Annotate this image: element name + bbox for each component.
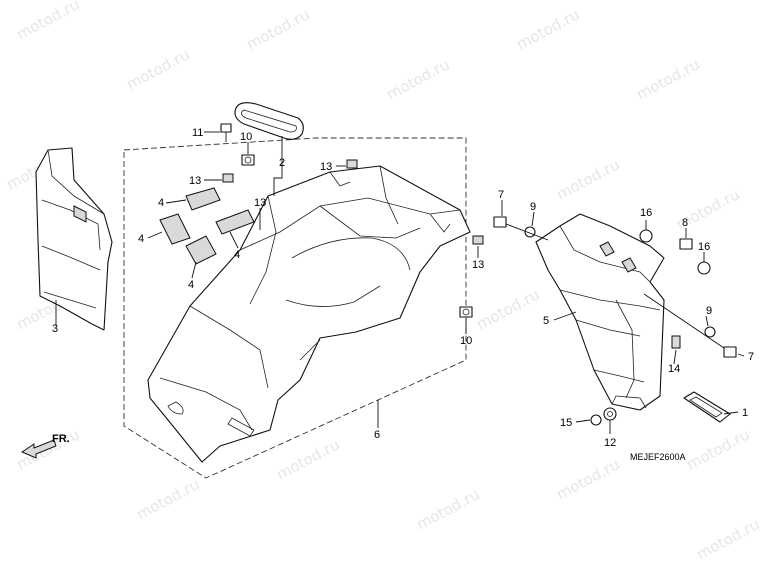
bolt-10-top bbox=[241, 154, 255, 166]
callout-8: 8 bbox=[682, 217, 688, 229]
diagram-code: MEJEF2600A bbox=[630, 452, 686, 462]
part-6-rear-fender[interactable] bbox=[147, 165, 471, 463]
watermark: motod.ru bbox=[513, 5, 582, 53]
fr-label: FR. bbox=[52, 433, 70, 445]
part-1-reflector[interactable] bbox=[683, 391, 731, 423]
nut-16-b bbox=[697, 261, 711, 275]
watermark: motod.ru bbox=[413, 485, 482, 533]
callout-9: 9 bbox=[706, 305, 712, 317]
part-2-seal[interactable] bbox=[234, 102, 304, 140]
assembly-frame bbox=[123, 137, 467, 479]
callout-16: 16 bbox=[640, 207, 652, 219]
callout-5: 5 bbox=[543, 315, 549, 327]
callout-7: 7 bbox=[748, 351, 754, 363]
callout-16: 16 bbox=[698, 241, 710, 253]
bolt-7-bottom bbox=[723, 346, 737, 358]
clip-14 bbox=[671, 335, 681, 349]
watermark: motod.ru bbox=[633, 55, 702, 103]
callout-9: 9 bbox=[530, 201, 536, 213]
callout-14: 14 bbox=[668, 363, 680, 375]
leader-lines bbox=[55, 131, 745, 434]
watermark: motod.ru bbox=[243, 5, 312, 53]
bolt-10-bottom bbox=[459, 306, 473, 318]
washer-15 bbox=[590, 414, 602, 426]
watermark: motod.ru bbox=[13, 0, 82, 44]
callout-6: 6 bbox=[374, 429, 380, 441]
nut-12 bbox=[603, 407, 617, 421]
watermark: motod.ru bbox=[683, 425, 752, 473]
callout-2: 2 bbox=[279, 157, 285, 169]
watermark: motod.ru bbox=[123, 45, 192, 93]
clip-13-d bbox=[472, 235, 484, 245]
callout-4: 4 bbox=[138, 233, 144, 245]
callout-10: 10 bbox=[240, 131, 252, 143]
callout-4: 4 bbox=[188, 279, 194, 291]
clip-13-a bbox=[222, 173, 234, 183]
part-5-license-bracket[interactable] bbox=[535, 213, 665, 411]
callout-1: 1 bbox=[742, 407, 748, 419]
callout-10: 10 bbox=[460, 335, 472, 347]
nut-16-a bbox=[639, 229, 653, 243]
bolt-8 bbox=[679, 238, 693, 250]
part-4-pads[interactable] bbox=[159, 187, 255, 265]
callout-3: 3 bbox=[52, 323, 58, 335]
watermark: motod.ru bbox=[553, 455, 622, 503]
callout-4: 4 bbox=[234, 249, 240, 261]
pad-c bbox=[185, 235, 217, 265]
watermark: motod.ru bbox=[273, 435, 342, 483]
callout-13: 13 bbox=[472, 259, 484, 271]
callout-labels: 3 11 10 2 13 13 4 4 4 4 13 13 10 6 7 9 5… bbox=[52, 127, 754, 462]
callout-12: 12 bbox=[604, 437, 616, 449]
bolt-11 bbox=[220, 123, 232, 142]
front-direction-arrow: FR. bbox=[20, 433, 70, 459]
pad-a bbox=[185, 187, 221, 211]
watermark: motod.ru bbox=[383, 55, 452, 103]
watermark: motod.ru bbox=[553, 155, 622, 203]
callout-13: 13 bbox=[189, 175, 201, 187]
callout-11: 11 bbox=[192, 127, 203, 139]
pad-d bbox=[215, 209, 255, 235]
watermark: motod.ru bbox=[473, 285, 542, 333]
pad-b bbox=[159, 213, 191, 245]
callout-13: 13 bbox=[254, 197, 266, 209]
part-3-side-cover[interactable] bbox=[35, 147, 113, 331]
callout-7: 7 bbox=[498, 189, 504, 201]
callout-13: 13 bbox=[320, 161, 332, 173]
washer-9-bottom bbox=[704, 326, 716, 338]
callout-15: 15 bbox=[560, 417, 572, 429]
watermark: motod.ru bbox=[133, 475, 202, 523]
clip-13-b bbox=[346, 159, 358, 169]
bolt-7-top bbox=[493, 216, 507, 228]
callout-4: 4 bbox=[158, 197, 164, 209]
watermark: motod.ru bbox=[693, 515, 762, 563]
